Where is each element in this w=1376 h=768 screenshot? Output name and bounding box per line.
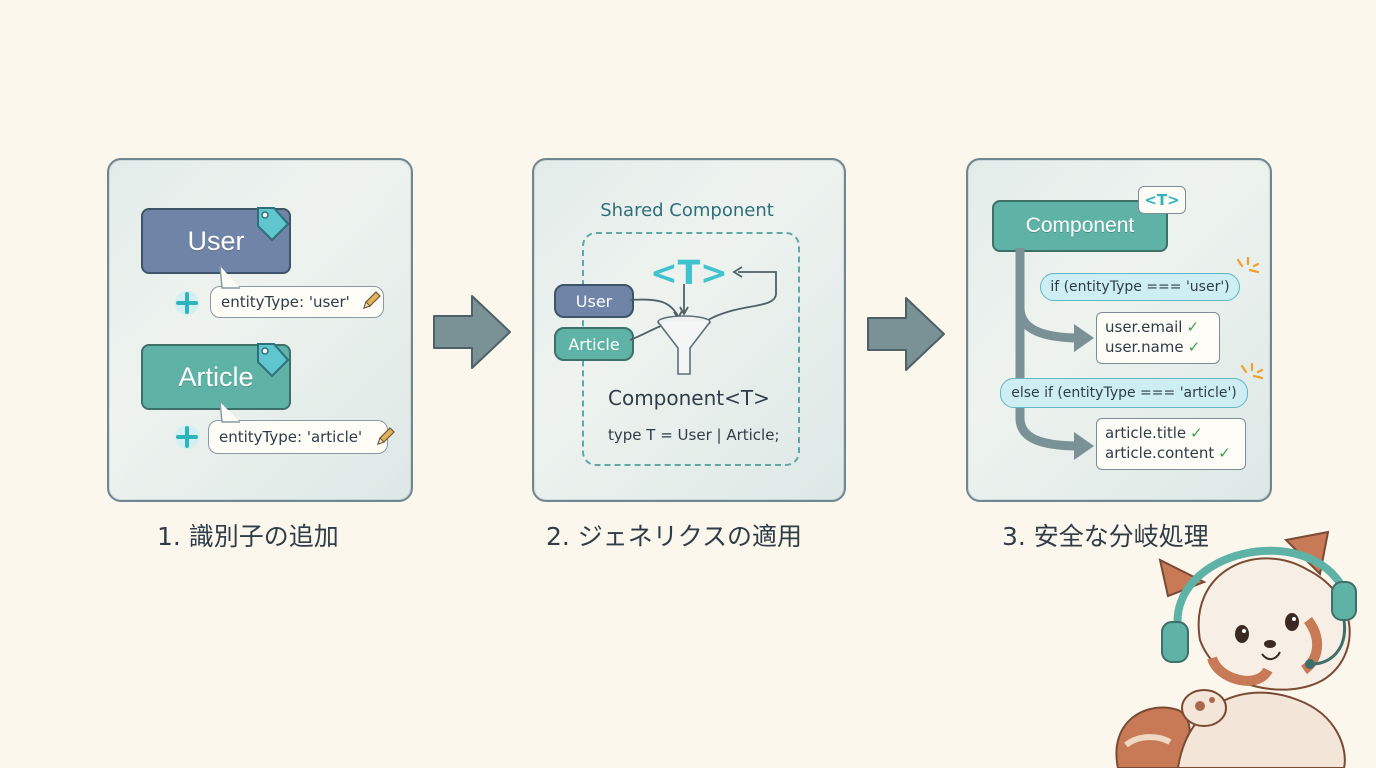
component-label: Component <box>1025 214 1135 237</box>
article-title-field: article.title <box>1105 424 1187 442</box>
component-generic-label: Component<T> <box>608 386 770 410</box>
user-type-label: User <box>187 225 245 256</box>
article-entity-field-text: entityType: 'article' <box>219 428 363 446</box>
plus-icon <box>175 291 199 315</box>
red-panda-mascot-icon <box>1115 530 1357 768</box>
article-input-label: Article <box>568 334 620 354</box>
shared-component-title: Shared Component <box>600 200 774 221</box>
article-condition-text: else if (entityType === 'article') <box>1011 385 1237 401</box>
tag-icon <box>257 207 290 242</box>
step2-caption: 2. ジェネリクスの適用 <box>546 522 803 551</box>
pencil-icon <box>363 291 381 309</box>
step-arrow-icon <box>433 295 511 369</box>
user-entity-field-text: entityType: 'user' <box>221 293 350 311</box>
plus-icon <box>175 425 199 449</box>
article-content-field: article.content <box>1105 444 1215 462</box>
user-field-row: user.name✓ <box>1105 337 1211 357</box>
highlight-sparkle-icon <box>1236 256 1260 274</box>
generic-t-badge: <T> <box>1138 186 1186 214</box>
user-name-field: user.name <box>1105 338 1184 356</box>
callout-tail <box>219 402 240 423</box>
user-condition-text: if (entityType === 'user') <box>1050 279 1230 295</box>
user-fields-box: user.email✓ user.name✓ <box>1096 312 1220 364</box>
article-field-row: article.title✓ <box>1105 423 1237 443</box>
article-input-pill: Article <box>554 327 634 361</box>
article-fields-box: article.title✓ article.content✓ <box>1096 418 1246 470</box>
user-condition: if (entityType === 'user') <box>1040 273 1240 301</box>
pencil-icon <box>377 427 395 445</box>
generic-t-text: <T> <box>1144 191 1180 209</box>
check-icon: ✓ <box>1187 338 1201 356</box>
funnel-flow-diagram <box>629 266 777 375</box>
step1-caption: 1. 識別子の追加 <box>157 522 339 551</box>
branch-arrows <box>1015 248 1094 460</box>
tag-icon <box>257 343 290 378</box>
step-arrow-icon <box>867 297 945 371</box>
callout-tail <box>219 266 240 289</box>
user-email-field: user.email <box>1105 318 1183 336</box>
user-field-row: user.email✓ <box>1105 317 1211 337</box>
type-declaration: type T = User | Article; <box>608 426 780 444</box>
article-condition: else if (entityType === 'article') <box>1000 378 1248 408</box>
highlight-sparkle-icon <box>1240 362 1264 380</box>
article-type-label: Article <box>178 361 254 392</box>
check-icon: ✓ <box>1186 318 1200 336</box>
check-icon: ✓ <box>1190 424 1203 442</box>
user-input-label: User <box>575 291 613 311</box>
check-icon: ✓ <box>1218 444 1231 462</box>
step3-caption: 3. 安全な分岐処理 <box>1002 522 1209 551</box>
user-input-pill: User <box>554 284 634 318</box>
article-entity-field: entityType: 'article' <box>208 420 388 454</box>
user-entity-field: entityType: 'user' <box>210 286 384 318</box>
article-field-row: article.content✓ <box>1105 443 1237 463</box>
generic-t-symbol: <T> <box>650 253 728 292</box>
